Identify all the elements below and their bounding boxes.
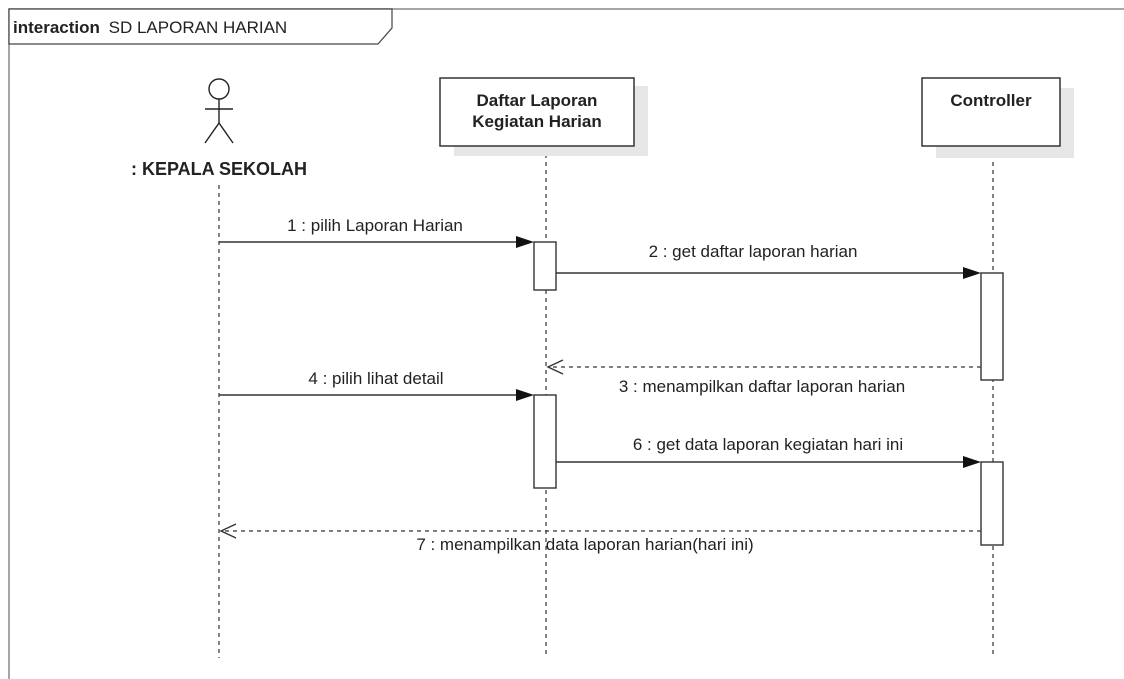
message-4-arrowhead — [516, 389, 534, 401]
object-label-line-1: Controller — [950, 91, 1032, 110]
activation-ctrl-2 — [980, 461, 1004, 546]
message-7-label: 7 : menampilkan data laporan harian(hari… — [416, 535, 753, 554]
message-2-label: 2 : get daftar laporan harian — [649, 242, 858, 261]
message-1-arrowhead — [516, 236, 534, 248]
messages: 1 : pilih Laporan Harian 2 : get daftar … — [219, 216, 981, 554]
message-1-label: 1 : pilih Laporan Harian — [287, 216, 463, 235]
actor-right-leg — [218, 122, 234, 144]
actor-label: : KEPALA SEKOLAH — [131, 159, 307, 179]
message-6-label: 6 : get data laporan kegiatan hari ini — [633, 435, 903, 454]
frame-tab — [8, 8, 393, 45]
object-controller: Controller — [921, 77, 1074, 158]
object-label-line-2: Kegiatan Harian — [472, 112, 601, 131]
message-3-arrowhead — [546, 359, 564, 375]
object-box — [439, 77, 635, 147]
message-7-arrowhead — [219, 523, 237, 539]
message-4-label: 4 : pilih lihat detail — [308, 369, 443, 388]
message-6-arrowhead — [963, 456, 981, 468]
frame-label: interaction SD LAPORAN HARIAN — [13, 18, 287, 37]
message-2-arrowhead — [963, 267, 981, 279]
interaction-frame: interaction SD LAPORAN HARIAN — [8, 8, 1124, 679]
activation-form-2 — [533, 394, 557, 489]
message-3-label: 3 : menampilkan daftar laporan harian — [619, 377, 905, 396]
activation-form-1 — [533, 241, 557, 291]
object-box — [921, 77, 1061, 147]
activations — [533, 241, 1004, 546]
frame-border — [8, 8, 1124, 679]
object-daftar-laporan: Daftar Laporan Kegiatan Harian — [439, 77, 648, 156]
actor-left-leg — [204, 122, 220, 144]
activation-ctrl-1 — [980, 272, 1004, 381]
actor-kepala-sekolah — [204, 78, 234, 144]
object-label-line-1: Daftar Laporan — [477, 91, 598, 110]
actor-head — [208, 78, 230, 100]
